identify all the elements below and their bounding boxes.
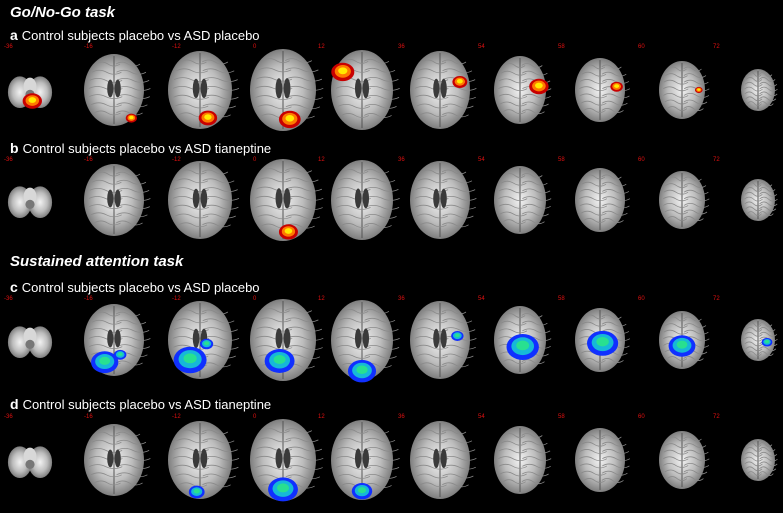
slice-level-label: 72 [713, 44, 720, 50]
brain-slice [250, 299, 324, 381]
slice-level-label: -12 [172, 296, 181, 302]
brain-slice [250, 419, 324, 502]
slice-level-label: 72 [713, 157, 720, 163]
brain-slice [741, 319, 778, 361]
slice-level-label: -16 [84, 157, 93, 163]
slice-level-label: 0 [253, 414, 257, 420]
brain-slice [331, 420, 400, 500]
slice-level-label: 0 [253, 44, 257, 50]
brain-slice [659, 61, 710, 119]
slice-level-label: 58 [558, 296, 565, 302]
brain-slice [494, 426, 552, 494]
slice-level-label: -36 [4, 157, 13, 163]
slice-level-label: -16 [84, 296, 93, 302]
slice-level-label: 54 [478, 414, 485, 420]
slice-level-label: 12 [318, 296, 325, 302]
brain-slice [659, 171, 710, 229]
panel-letter: a [10, 27, 18, 43]
brain-slice [575, 428, 631, 492]
brain-slice [494, 306, 552, 374]
slice-level-label: 58 [558, 157, 565, 163]
panel-label: Control subjects placebo vs ASD placebo [21, 28, 260, 43]
brain-slice [168, 51, 240, 129]
panel-letter: b [10, 140, 19, 156]
slice-level-label: -12 [172, 157, 181, 163]
slice-level-label: 0 [253, 296, 257, 302]
slice-level-label: 72 [713, 296, 720, 302]
brain-slice [331, 160, 400, 240]
brain-slice [84, 54, 151, 126]
slice-level-label: 54 [478, 157, 485, 163]
panel-letter: d [10, 396, 19, 412]
slice-level-label: -36 [4, 296, 13, 302]
brain-slice [741, 179, 778, 221]
slice-level-label: 60 [638, 296, 645, 302]
slice-level-label: 0 [253, 157, 257, 163]
slice-level-label: 12 [318, 414, 325, 420]
slice-level-label: 60 [638, 414, 645, 420]
slice-level-label: -12 [172, 414, 181, 420]
brain-slice [410, 421, 477, 499]
panel-label: Control subjects placebo vs ASD placebo [21, 280, 260, 295]
brain-slice [741, 69, 778, 111]
slice-level-label: 58 [558, 44, 565, 50]
brain-slice [575, 308, 631, 372]
slice-level-label: 54 [478, 296, 485, 302]
brain-slice [575, 58, 631, 122]
task-title-sustained-attention: Sustained attention task [10, 253, 184, 270]
brain-slice [741, 439, 778, 481]
brain-slice [7, 326, 53, 359]
slice-level-label: -16 [84, 414, 93, 420]
slice-level-label: 36 [398, 44, 405, 50]
brain-slice [168, 301, 240, 379]
brain-slice [331, 50, 400, 130]
brain-slice [659, 431, 710, 489]
slice-level-label: 60 [638, 44, 645, 50]
brain-slice [494, 56, 552, 124]
brain-slice [410, 51, 477, 129]
slice-level-label: 12 [318, 157, 325, 163]
panel-label: Control subjects placebo vs ASD tianepti… [22, 397, 272, 412]
brain-slice [7, 186, 53, 219]
brain-slice [410, 301, 477, 379]
slice-level-label: 36 [398, 157, 405, 163]
slice-level-label: -12 [172, 44, 181, 50]
slice-level-label: 36 [398, 296, 405, 302]
slice-level-label: -16 [84, 44, 93, 50]
brain-slice [168, 421, 240, 499]
slice-level-label: 12 [318, 44, 325, 50]
brain-slice [250, 159, 324, 241]
panel-letter: c [10, 279, 18, 295]
slice-level-label: 36 [398, 414, 405, 420]
brain-slice [7, 446, 53, 479]
brain-slice [84, 304, 151, 376]
panel-label: Control subjects placebo vs ASD tianepti… [22, 141, 272, 156]
task-title-go-nogo: Go/No-Go task [10, 4, 116, 21]
brain-slice [7, 76, 53, 109]
brain-slice [168, 161, 240, 239]
slice-level-label: 54 [478, 44, 485, 50]
brain-slice [659, 311, 710, 369]
brain-slice [331, 300, 400, 383]
slice-level-label: -36 [4, 44, 13, 50]
brain-slice [250, 49, 324, 131]
brain-slice [84, 164, 151, 236]
slice-level-label: -36 [4, 414, 13, 420]
brain-slice [575, 168, 631, 232]
brain-slice [410, 161, 477, 239]
slice-level-label: 60 [638, 157, 645, 163]
brain-slice [494, 166, 552, 234]
brain-slice [84, 424, 151, 496]
slice-level-label: 58 [558, 414, 565, 420]
slice-level-label: 72 [713, 414, 720, 420]
